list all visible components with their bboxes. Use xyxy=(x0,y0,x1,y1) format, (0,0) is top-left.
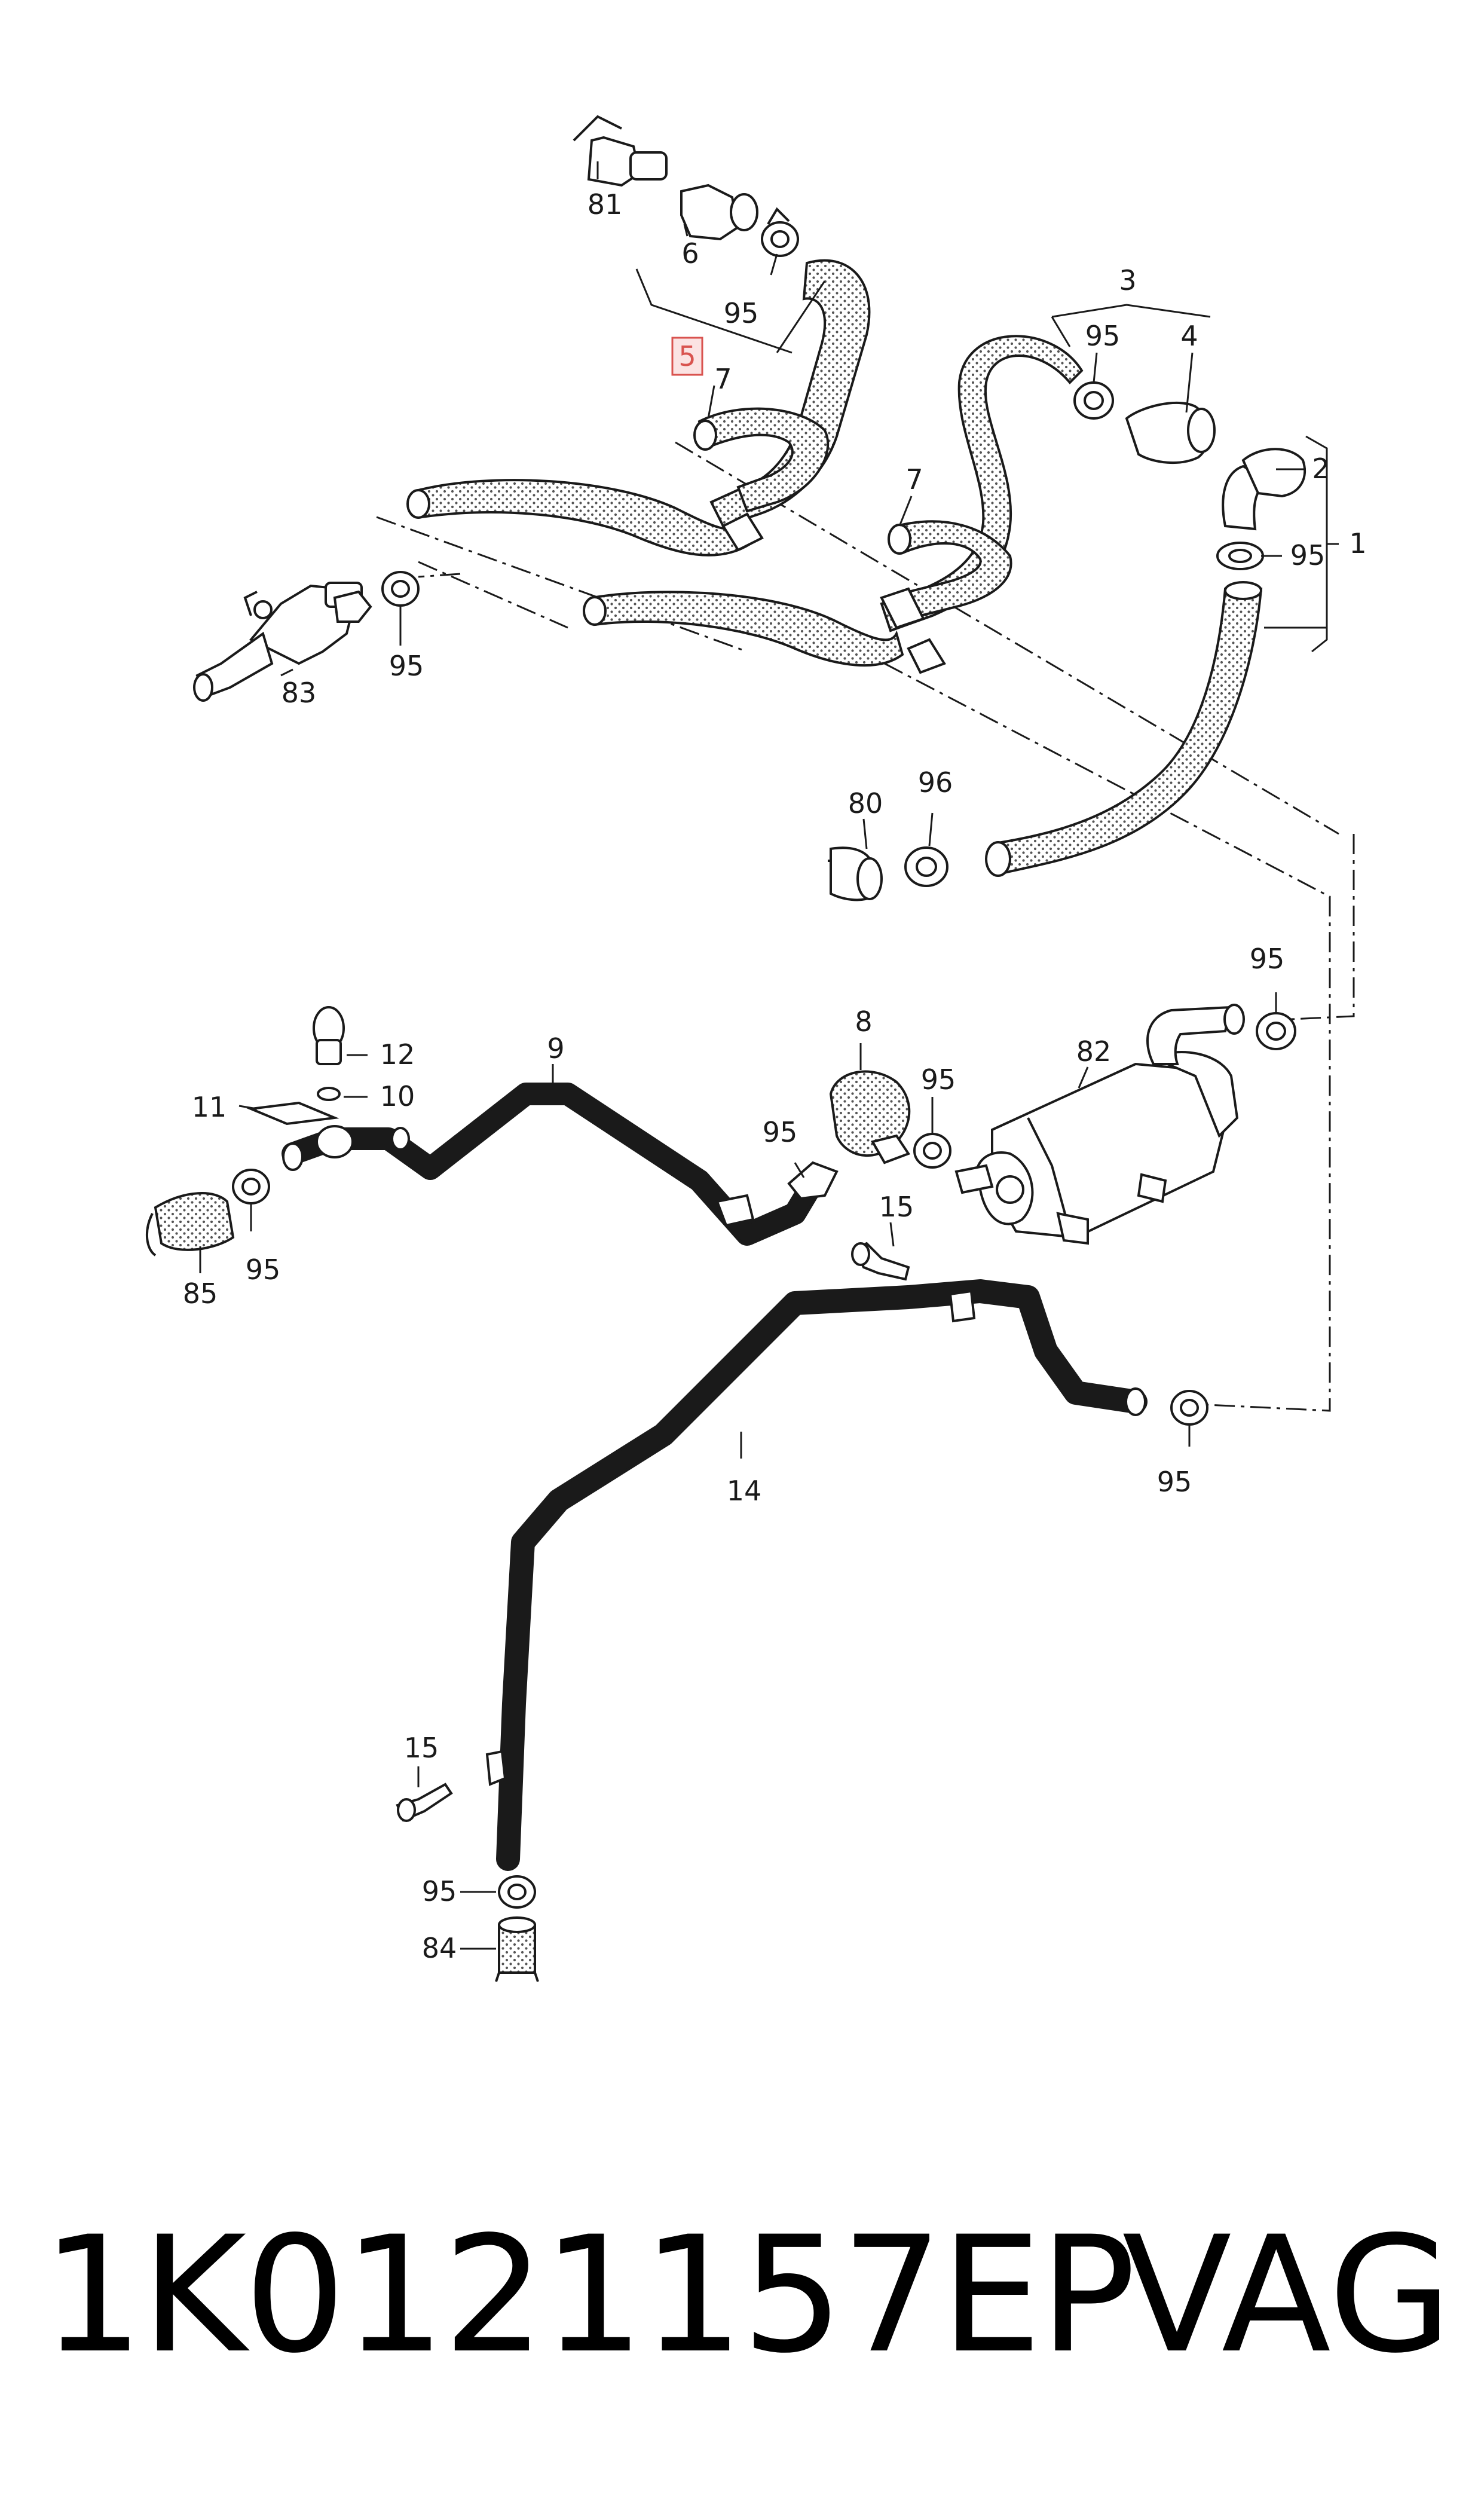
callout-96: 96 xyxy=(918,766,953,799)
callout-81: 81 xyxy=(588,188,623,221)
callout-95-85: 95 xyxy=(246,1254,281,1286)
leader-lines xyxy=(199,161,1339,1950)
parts-diagram: 81 6 95 5 7 3 95 4 2 95 1 7 83 95 80 96 … xyxy=(145,115,1367,1982)
callout-95-pipe9: 95 xyxy=(763,1116,798,1148)
stub-80 xyxy=(828,846,948,901)
callout-85: 85 xyxy=(183,1277,218,1310)
footer: 1K0121157EP VAG xyxy=(42,2206,1452,2385)
callout-15-mid: 15 xyxy=(879,1191,914,1223)
callout-10: 10 xyxy=(380,1080,415,1112)
bolt-15-mid xyxy=(851,1242,910,1281)
callout-2: 2 xyxy=(1312,453,1329,485)
pipe-14 xyxy=(485,1279,1208,1871)
hose-group-3 xyxy=(583,335,1216,674)
callout-labels: 81 6 95 5 7 3 95 4 2 95 1 7 83 95 80 96 … xyxy=(183,188,1367,1964)
callout-11: 11 xyxy=(192,1091,227,1123)
callout-6: 6 xyxy=(681,237,699,270)
callout-95-bottom: 95 xyxy=(422,1875,457,1907)
callout-95-right: 95 xyxy=(1290,539,1326,571)
callout-9: 9 xyxy=(547,1032,564,1065)
part-6-fitting xyxy=(680,184,758,241)
callout-1: 1 xyxy=(1349,527,1366,560)
callout-4: 4 xyxy=(1180,320,1198,352)
valve-83 xyxy=(193,571,420,702)
hose-5 xyxy=(406,259,871,557)
callout-8: 8 xyxy=(855,1005,872,1038)
callout-14: 14 xyxy=(727,1475,762,1507)
bolt-15-low xyxy=(396,1783,453,1822)
pipe-9 xyxy=(281,1083,824,1246)
callout-95-top: 95 xyxy=(724,297,759,329)
callout-95-cooler-in: 95 xyxy=(921,1063,956,1096)
callout-95-cooler-top: 95 xyxy=(1250,943,1285,975)
callout-82: 82 xyxy=(1076,1035,1112,1068)
callout-95-pipe14: 95 xyxy=(1157,1466,1192,1498)
callout-80: 80 xyxy=(848,787,883,820)
callout-5: 5 xyxy=(678,340,696,372)
callout-7-left: 7 xyxy=(714,363,732,395)
callout-83: 83 xyxy=(281,677,317,709)
stub-84 xyxy=(495,1875,539,1982)
callout-95-group3: 95 xyxy=(1085,320,1121,352)
cooler-82 xyxy=(954,1004,1245,1245)
part-95-clamp-top xyxy=(761,207,799,257)
callout-7-mid: 7 xyxy=(905,463,923,496)
elbow-8 xyxy=(787,1070,951,1200)
callout-5-highlight-box xyxy=(671,337,703,376)
callout-15-low: 15 xyxy=(404,1732,439,1764)
brand-name: VAG xyxy=(1122,2202,1453,2389)
alignment-lines xyxy=(376,441,1355,1412)
part-81-stub xyxy=(573,115,668,187)
callout-3: 3 xyxy=(1119,264,1136,296)
sensor-12 xyxy=(246,1006,345,1126)
hose-group-1 xyxy=(985,448,1306,877)
clamp-95-cooler-top xyxy=(1256,1012,1296,1050)
callout-12: 12 xyxy=(380,1038,415,1071)
callout-95-valve: 95 xyxy=(389,650,424,682)
callout-84: 84 xyxy=(422,1932,457,1964)
clamp-85 xyxy=(145,1169,270,1257)
part-number: 1K0121157EP xyxy=(42,2202,1136,2389)
